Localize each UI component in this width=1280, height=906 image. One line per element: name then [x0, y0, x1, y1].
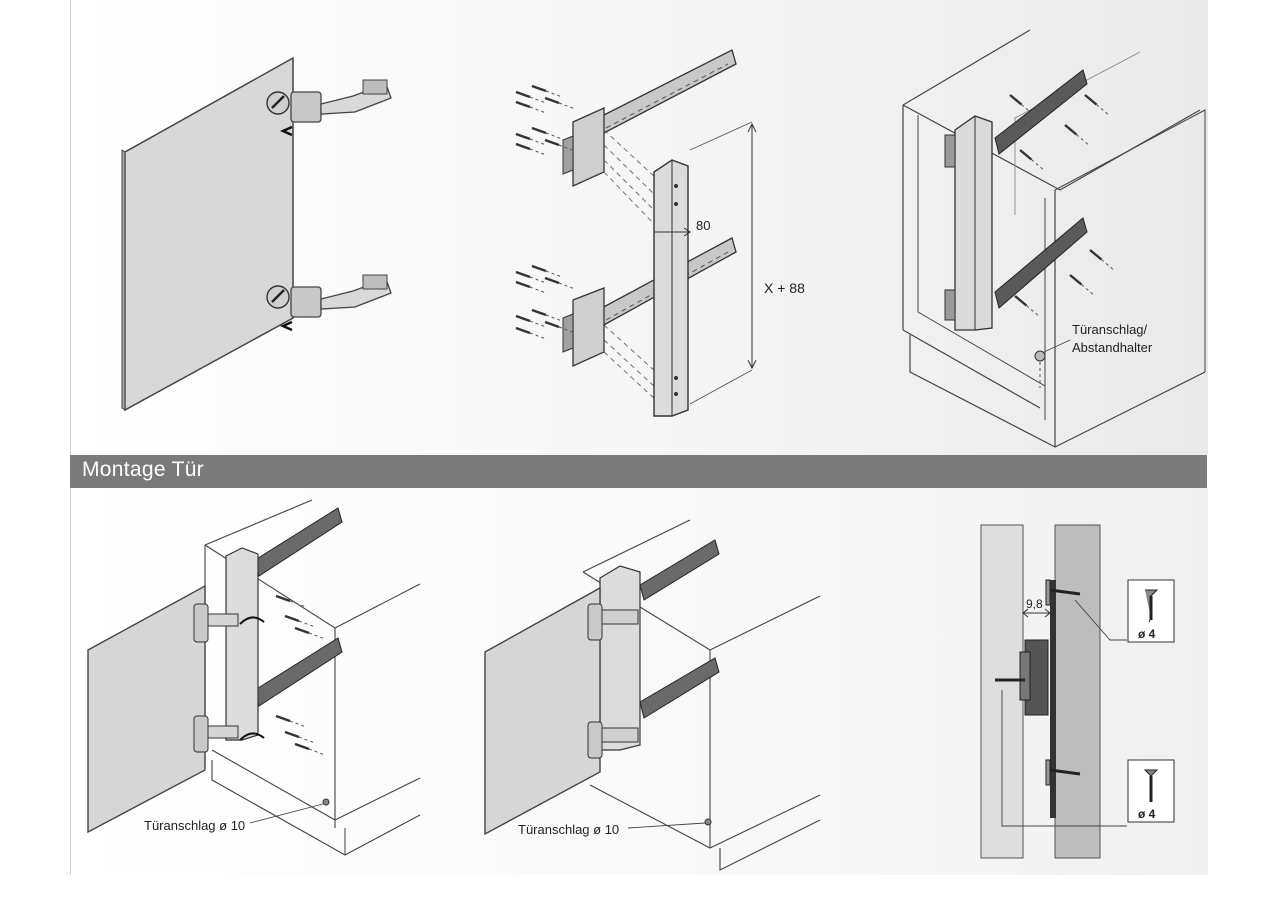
door-stop-label-middle: Türanschlag ø 10: [518, 822, 619, 837]
screw-diameter-bottom: ø 4: [1138, 807, 1156, 821]
vertical-board: [653, 159, 689, 417]
section-title: Montage Tür: [82, 458, 204, 481]
cabinet-rail-lower: [994, 217, 1088, 309]
door-edge: [121, 149, 126, 411]
door-with-hinges-illustration: [121, 56, 392, 412]
door-panel-middle: [484, 586, 601, 836]
door-mounting-illustration-left: Türanschlag ø 10: [87, 499, 421, 856]
section-header-bar: Montage Tür: [70, 455, 1207, 488]
section-detail-illustration: 9,8 ø 4 ø 4: [980, 524, 1175, 859]
bracket-lower: [572, 287, 605, 368]
dimension-80: 80: [696, 218, 710, 233]
cabinet-rails-illustration: Türanschlag/ Abstandhalter: [902, 29, 1206, 448]
bracket-upper: [572, 106, 605, 188]
dimension-x-plus-88: X + 88: [764, 280, 805, 296]
door-panel: [124, 56, 294, 412]
door-stop-label-left: Türanschlag ø 10: [144, 818, 245, 833]
hinge-top: [266, 79, 392, 137]
detail-board-right: [1054, 524, 1101, 859]
rail-upper: [597, 49, 737, 135]
door-panel-left: [87, 584, 206, 834]
dimension-9-8: 9,8: [1026, 597, 1043, 611]
cabinet-rail-upper: [994, 69, 1088, 155]
door-mounting-illustration-middle: Türanschlag ø 10: [484, 519, 821, 871]
hinge-bottom: [266, 274, 392, 332]
screw-diameter-top: ø 4: [1138, 627, 1156, 641]
door-stop-spacer-label-line1: Türanschlag/: [1072, 322, 1148, 337]
door-stop-spacer-label-line2: Abstandhalter: [1072, 340, 1153, 355]
rail-mounting-illustration: 80 X + 88: [514, 49, 805, 417]
